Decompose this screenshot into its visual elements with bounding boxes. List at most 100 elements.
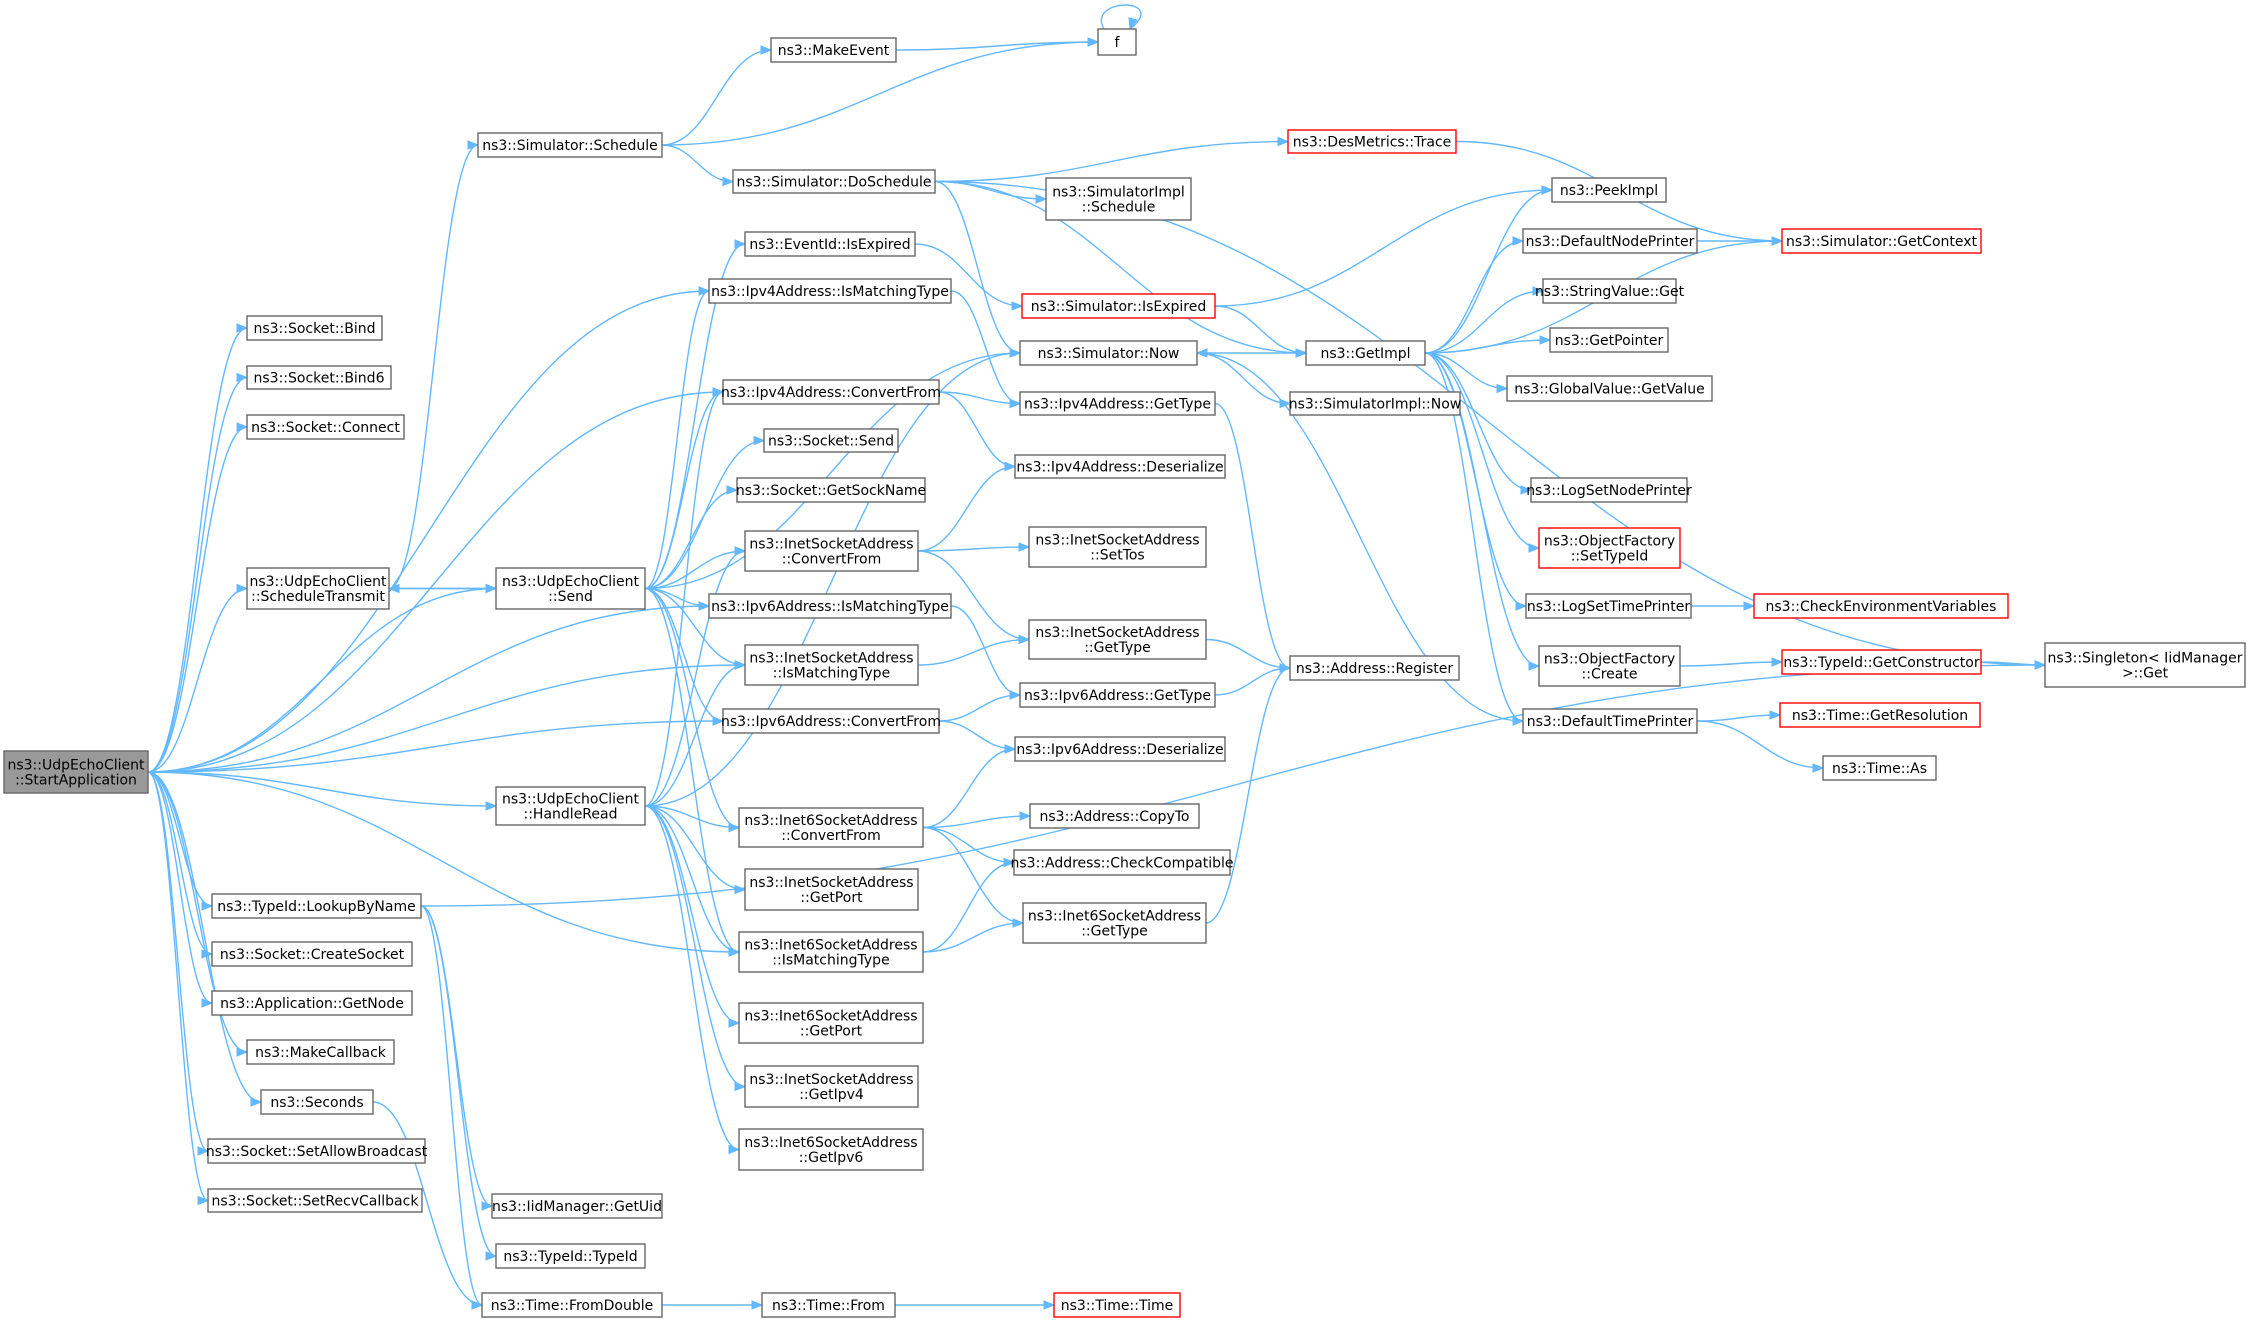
node-getnode[interactable]: ns3::Application::GetNode — [211, 990, 413, 1016]
node-label: ns3::StringValue::Get — [1535, 284, 1685, 300]
node-send[interactable]: ns3::UdpEchoClient::Send — [495, 567, 646, 610]
node-schedtx[interactable]: ns3::UdpEchoClient::ScheduleTransmit — [246, 567, 390, 610]
node-box — [246, 1039, 395, 1065]
node-ipv6conv[interactable]: ns3::Ipv6Address::ConvertFrom — [721, 708, 941, 734]
arrowhead — [1771, 236, 1784, 246]
node-checkenv[interactable]: ns3::CheckEnvironmentVariables — [1753, 593, 2009, 619]
node-simimplsched[interactable]: ns3::SimulatorImpl::Schedule — [1045, 177, 1192, 221]
node-bind6[interactable]: ns3::Socket::Bind6 — [246, 365, 392, 390]
node-fromdouble[interactable]: ns3::Time::FromDouble — [481, 1292, 663, 1318]
node-root[interactable]: ns3::UdpEchoClient::StartApplication — [3, 750, 149, 794]
node-iidgetuid[interactable]: ns3::IidManager::GetUid — [491, 1193, 663, 1219]
node-label: ::SetTypeId — [1571, 549, 1649, 565]
arrowhead — [250, 1097, 263, 1107]
node-handleread[interactable]: ns3::UdpEchoClient::HandleRead — [495, 786, 646, 826]
node-logsettime[interactable]: ns3::LogSetTimePrinter — [1525, 593, 1692, 619]
node-ipv6deser[interactable]: ns3::Ipv6Address::Deserialize — [1014, 736, 1226, 762]
node-f[interactable]: f — [1097, 28, 1137, 56]
node-stringget[interactable]: ns3::StringValue::Get — [1535, 278, 1685, 304]
node-label: ::GetIpv6 — [799, 1150, 864, 1166]
node-inet6conv[interactable]: ns3::Inet6SocketAddress::ConvertFrom — [738, 807, 924, 848]
node-objfactsettype[interactable]: ns3::ObjectFactory::SetTypeId — [1538, 527, 1681, 569]
node-label: ::SetTos — [1090, 548, 1144, 564]
arrowhead — [197, 1195, 210, 1206]
arrowhead — [1812, 763, 1825, 773]
node-inetgettype[interactable]: ns3::InetSocketAddress::GetType — [1028, 619, 1207, 660]
node-deftimeprinter[interactable]: ns3::DefaultTimePrinter — [1522, 708, 1698, 734]
node-defnodeprinter[interactable]: ns3::DefaultNodePrinter — [1522, 228, 1698, 254]
node-timeas[interactable]: ns3::Time::As — [1822, 755, 1937, 781]
node-box — [1781, 228, 1982, 254]
arrowhead — [1012, 918, 1025, 928]
node-isexpired_e[interactable]: ns3::EventId::IsExpired — [744, 231, 916, 257]
node-ipv6gettype[interactable]: ns3::Ipv6Address::GetType — [1019, 682, 1216, 708]
node-globalget[interactable]: ns3::GlobalValue::GetValue — [1506, 375, 1713, 402]
node-typeidctor[interactable]: ns3::TypeId::TypeId — [495, 1243, 646, 1269]
edge-root-to-makecallback — [147, 771, 248, 1053]
node-register[interactable]: ns3::Address::Register — [1289, 655, 1460, 681]
node-label: ns3::EventId::IsExpired — [749, 237, 910, 253]
node-inetipv4[interactable]: ns3::InetSocketAddress::GetIpv4 — [744, 1065, 919, 1108]
node-inetsettos[interactable]: ns3::InetSocketAddress::SetTos — [1028, 526, 1207, 568]
node-inetmatch[interactable]: ns3::InetSocketAddress::IsMatchingType — [744, 644, 919, 686]
node-createsocket[interactable]: ns3::Socket::CreateSocket — [211, 941, 413, 967]
edge-inet6conv-to-checkcompat — [922, 826, 1015, 864]
node-box — [1014, 454, 1226, 479]
arrowhead — [1087, 37, 1100, 47]
node-allowbcast[interactable]: ns3::Socket::SetAllowBroadcast — [206, 1138, 428, 1164]
node-ipv4gettype[interactable]: ns3::Ipv4Address::GetType — [1019, 391, 1216, 416]
node-bind[interactable]: ns3::Socket::Bind — [246, 315, 383, 341]
node-peekimpl[interactable]: ns3::PeekImpl — [1551, 177, 1667, 203]
node-checkcompat[interactable]: ns3::Address::CheckCompatible — [1011, 849, 1234, 876]
node-recvcb[interactable]: ns3::Socket::SetRecvCallback — [207, 1188, 423, 1213]
node-label: ns3::ObjectFactory — [1544, 652, 1675, 668]
node-box — [738, 1128, 924, 1171]
node-getsockname[interactable]: ns3::Socket::GetSockName — [736, 477, 926, 503]
node-objfactcreate[interactable]: ns3::ObjectFactory::Create — [1538, 645, 1681, 687]
node-socksend[interactable]: ns3::Socket::Send — [763, 428, 899, 453]
node-simimplnow[interactable]: ns3::SimulatorImpl::Now — [1289, 391, 1462, 416]
node-inet6match[interactable]: ns3::Inet6SocketAddress::IsMatchingType — [738, 931, 924, 973]
arrowhead — [1515, 601, 1528, 611]
node-getres[interactable]: ns3::Time::GetResolution — [1779, 702, 1981, 728]
node-getctor[interactable]: ns3::TypeId::GetConstructor — [1781, 649, 1982, 675]
node-lookup[interactable]: ns3::TypeId::LookupByName — [211, 893, 422, 919]
node-makeevent[interactable]: ns3::MakeEvent — [770, 37, 897, 63]
node-inetconv[interactable]: ns3::InetSocketAddress::ConvertFrom — [744, 530, 919, 572]
node-box — [763, 428, 899, 453]
node-timefrom[interactable]: ns3::Time::From — [761, 1292, 896, 1318]
node-connect[interactable]: ns3::Socket::Connect — [246, 414, 405, 440]
node-ipv6match[interactable]: ns3::Ipv6Address::IsMatchingType — [708, 593, 952, 619]
node-schedule[interactable]: ns3::Simulator::Schedule — [477, 132, 663, 158]
node-inet6ipv6[interactable]: ns3::Inet6SocketAddress::GetIpv6 — [738, 1128, 924, 1171]
node-inet6port[interactable]: ns3::Inet6SocketAddress::GetPort — [738, 1002, 924, 1044]
node-box — [738, 931, 924, 973]
node-simisexpired[interactable]: ns3::Simulator::IsExpired — [1021, 293, 1216, 319]
node-ipv4deser[interactable]: ns3::Ipv4Address::Deserialize — [1014, 454, 1226, 479]
node-getcontext[interactable]: ns3::Simulator::GetContext — [1781, 228, 1982, 254]
node-getpointer[interactable]: ns3::GetPointer — [1549, 327, 1669, 353]
node-box — [1522, 708, 1698, 734]
node-timetime[interactable]: ns3::Time::Time — [1053, 1292, 1181, 1318]
node-label: ::ConvertFrom — [782, 552, 881, 568]
arrowhead — [1018, 634, 1031, 645]
node-ipv4conv[interactable]: ns3::Ipv4Address::ConvertFrom — [721, 379, 941, 405]
node-logsetnode[interactable]: ns3::LogSetNodePrinter — [1526, 477, 1692, 503]
node-doschedule[interactable]: ns3::Simulator::DoSchedule — [732, 169, 936, 194]
node-seconds[interactable]: ns3::Seconds — [260, 1089, 374, 1115]
node-ipv4match[interactable]: ns3::Ipv4Address::IsMatchingType — [708, 278, 952, 304]
node-makecallback[interactable]: ns3::MakeCallback — [246, 1039, 395, 1065]
edge-doschedule-to-desmetrics — [934, 140, 1289, 183]
node-desmetrics[interactable]: ns3::DesMetrics::Trace — [1287, 129, 1457, 154]
node-singleton[interactable]: ns3::Singleton< IidManager >::Get — [2044, 642, 2246, 688]
node-inetport[interactable]: ns3::InetSocketAddress::GetPort — [744, 868, 919, 911]
node-label: ns3::UdpEchoClient — [249, 574, 387, 590]
edge-root-to-lookup — [147, 771, 213, 907]
edge-simisexpired-to-peekimpl — [1214, 189, 1553, 307]
node-getimpl[interactable]: ns3::GetImpl — [1305, 340, 1426, 366]
node-box — [1053, 1292, 1181, 1318]
node-simnow[interactable]: ns3::Simulator::Now — [1019, 340, 1198, 366]
node-copyto[interactable]: ns3::Address::CopyTo — [1029, 803, 1200, 829]
node-inet6gettype[interactable]: ns3::Inet6SocketAddress::GetType — [1022, 902, 1207, 944]
edge-ipv6conv-to-ipv6gettype — [938, 694, 1021, 722]
